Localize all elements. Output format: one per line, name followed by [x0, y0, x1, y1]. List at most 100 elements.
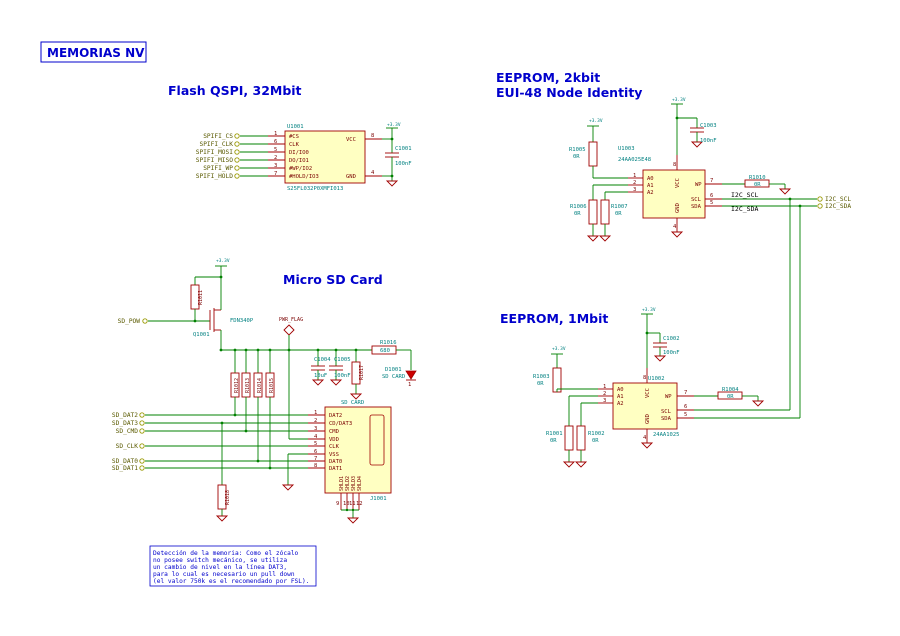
eeprom1m-pin-num: 2	[603, 391, 606, 397]
resistor-icon	[600, 199, 610, 225]
eeprom1m-block: U1002 24AA1025 1 2 3 A0 A1 A2 WP 7 SCL 6…	[533, 307, 800, 468]
sd-pin-name: VDD	[329, 437, 339, 443]
eeprom2k-r-wp-ref: R1010	[749, 175, 766, 181]
eeprom2k-r-a2-ref: R1007	[611, 204, 628, 210]
eeprom1m-wp-name: WP	[665, 394, 672, 400]
flash-pin-num: 5	[274, 147, 277, 153]
mosfet-ref: Q1001	[193, 332, 210, 338]
sd-shield-pins: SHLD1 SHLD2 SHLD3 SHLD4 9 10 11 12	[336, 476, 363, 524]
dat3-pulldown-ref: R1018	[225, 490, 231, 505]
shield-pin-num: 12	[356, 501, 363, 507]
pullup-ref: R1015	[269, 378, 275, 393]
sd-section-title: Micro SD Card	[283, 272, 383, 287]
label-sd-cmd: SD_CMD	[116, 428, 139, 435]
sd-pullups: R1012 R1013 R1014 R1015	[222, 348, 305, 470]
resistor-icon	[717, 391, 743, 400]
eeprom1m-r-power: +3.3V	[552, 346, 566, 352]
flash-value: S25FL032P0XMFI013	[287, 186, 343, 192]
shield-pin-name: SHLD4	[357, 476, 363, 491]
note-line: un cambio de nivel en la línea DAT3,	[153, 563, 287, 571]
eeprom2k-r-a1-val: 0R	[574, 211, 581, 217]
eeprom1m-r-a2-val: 0R	[592, 438, 599, 444]
pullup-ref: R1013	[245, 378, 251, 393]
sd-pin-name: DAT1	[329, 466, 342, 472]
sd-pin-num: 4	[314, 434, 318, 440]
eeprom2k-r-a2-val: 0R	[615, 211, 622, 217]
flash-left-pins: 1 6 5 2 3 7 #CS CLK DI/IO0 DO/IO1 #WP/IO…	[268, 131, 319, 180]
sd-signal-labels: SD_DAT2 SD_DAT3 SD_CMD SD_CLK SD_DAT0 SD…	[112, 412, 308, 472]
label-sd-dat0: SD_DAT0	[112, 458, 138, 465]
eeprom2k-r-power: +3.3V	[589, 118, 603, 124]
flash-pin-name: #HOLD/IO3	[289, 174, 319, 180]
eeprom2k-pin-num: 1	[633, 173, 636, 179]
eeprom1m-cap-ref: C1002	[663, 336, 680, 342]
led-ref: D1001	[385, 367, 402, 373]
sd-connector-ref: J1001	[370, 496, 387, 502]
eeprom1m-r-wp-val: 0R	[727, 394, 734, 400]
sd-pin-name: CLK	[329, 444, 340, 450]
eeprom2k-section-title: EEPROM, 2kbit	[496, 70, 600, 85]
sd-pin-num: 1	[314, 410, 317, 416]
eeprom2k-vcc-num: 8	[673, 162, 676, 168]
label-sd-dat2: SD_DAT2	[112, 412, 138, 419]
flash-pin-num: 1	[274, 131, 277, 137]
eeprom2k-pin-name: A0	[647, 176, 654, 182]
eeprom1m-sda-name: SDA	[661, 416, 672, 422]
flash-vcc-num: 8	[371, 133, 374, 139]
sd-power-label: +3.3V	[216, 258, 230, 264]
ground-icon	[598, 235, 612, 242]
note-line: para lo cual es necesario un pull down	[153, 571, 295, 578]
led-resistor-val: 680	[380, 348, 390, 354]
sd-connector-body	[324, 406, 392, 494]
flash-pin-name: #WP/IO2	[289, 166, 312, 172]
eeprom2k-vcc-name: VCC	[675, 178, 681, 188]
eeprom1m-pin-name: A2	[617, 401, 624, 407]
eeprom2k-sda-num: 5	[710, 200, 713, 206]
flash-pin-num: 2	[274, 155, 277, 161]
label-sd-pow: SD_POW	[118, 318, 141, 325]
shield-pin-num: 10	[343, 501, 350, 507]
eeprom1m-power-label: +3.3V	[642, 307, 656, 313]
port-i2c-sda: I2C_SDA	[825, 203, 851, 210]
mosfet-value: FDN340P	[230, 318, 254, 324]
sd-pin-name: CMD	[329, 429, 339, 435]
shield-pin-name: SHLD1	[339, 476, 345, 491]
sd-pin-num: 3	[314, 426, 317, 432]
pullup-ref: R1014	[257, 378, 263, 393]
resistor-icon	[576, 425, 586, 451]
resistor-icon	[564, 425, 574, 451]
eeprom2k-pin-num: 3	[633, 187, 636, 193]
eeprom2k-scl-name: SCL	[691, 197, 702, 203]
note-line: (el valor 750k es el recomendado por FSL…	[153, 578, 309, 585]
led-value: SD CARD	[382, 374, 405, 380]
eeprom1m-vcc-num: 8	[643, 375, 646, 381]
sd-pin-num: 5	[314, 441, 317, 447]
eeprom2k-section-subtitle: EUI-48 Node Identity	[496, 85, 642, 100]
eeprom1m-cap-val: 100nF	[663, 350, 680, 356]
pullup-ref: R1012	[234, 378, 240, 393]
flash-cap-ref: C1001	[395, 146, 412, 152]
eeprom1m-pin-num: 1	[603, 384, 606, 390]
label-spifi-wp: SPIFI_WP	[203, 165, 233, 172]
gate-resistor-ref: R1011	[198, 290, 204, 305]
eeprom1m-gnd-num: 4	[643, 435, 647, 441]
ground-icon	[562, 461, 576, 468]
eeprom2k-power-label: +3.3V	[672, 97, 686, 103]
port-i2c-scl: I2C_SCL	[825, 196, 851, 203]
eeprom1m-sda-num: 5	[684, 412, 687, 418]
eeprom1m-r-wp-ref: R1004	[722, 387, 739, 393]
eeprom2k-ic-body	[642, 169, 706, 219]
resistor-icon	[588, 141, 598, 167]
label-spifi-clk: SPIFI_CLK	[199, 141, 233, 148]
flash-gnd-num: 4	[371, 170, 375, 176]
eeprom1m-r-a1-val: 0R	[550, 438, 557, 444]
eeprom2k-r-a1-ref: R1006	[570, 204, 587, 210]
eeprom1m-ic-body	[612, 382, 678, 430]
shield-pin-name: SHLD2	[345, 476, 351, 491]
eeprom2k-cap-ref: C1003	[700, 123, 717, 129]
flash-pin-num: 7	[274, 171, 277, 177]
led-resistor-ref: R1016	[380, 340, 397, 346]
sd-pin-name: CD/DAT3	[329, 421, 352, 427]
eeprom1m-r-a2-ref: R1002	[588, 431, 605, 437]
sd-pin-num: 6	[314, 449, 317, 455]
